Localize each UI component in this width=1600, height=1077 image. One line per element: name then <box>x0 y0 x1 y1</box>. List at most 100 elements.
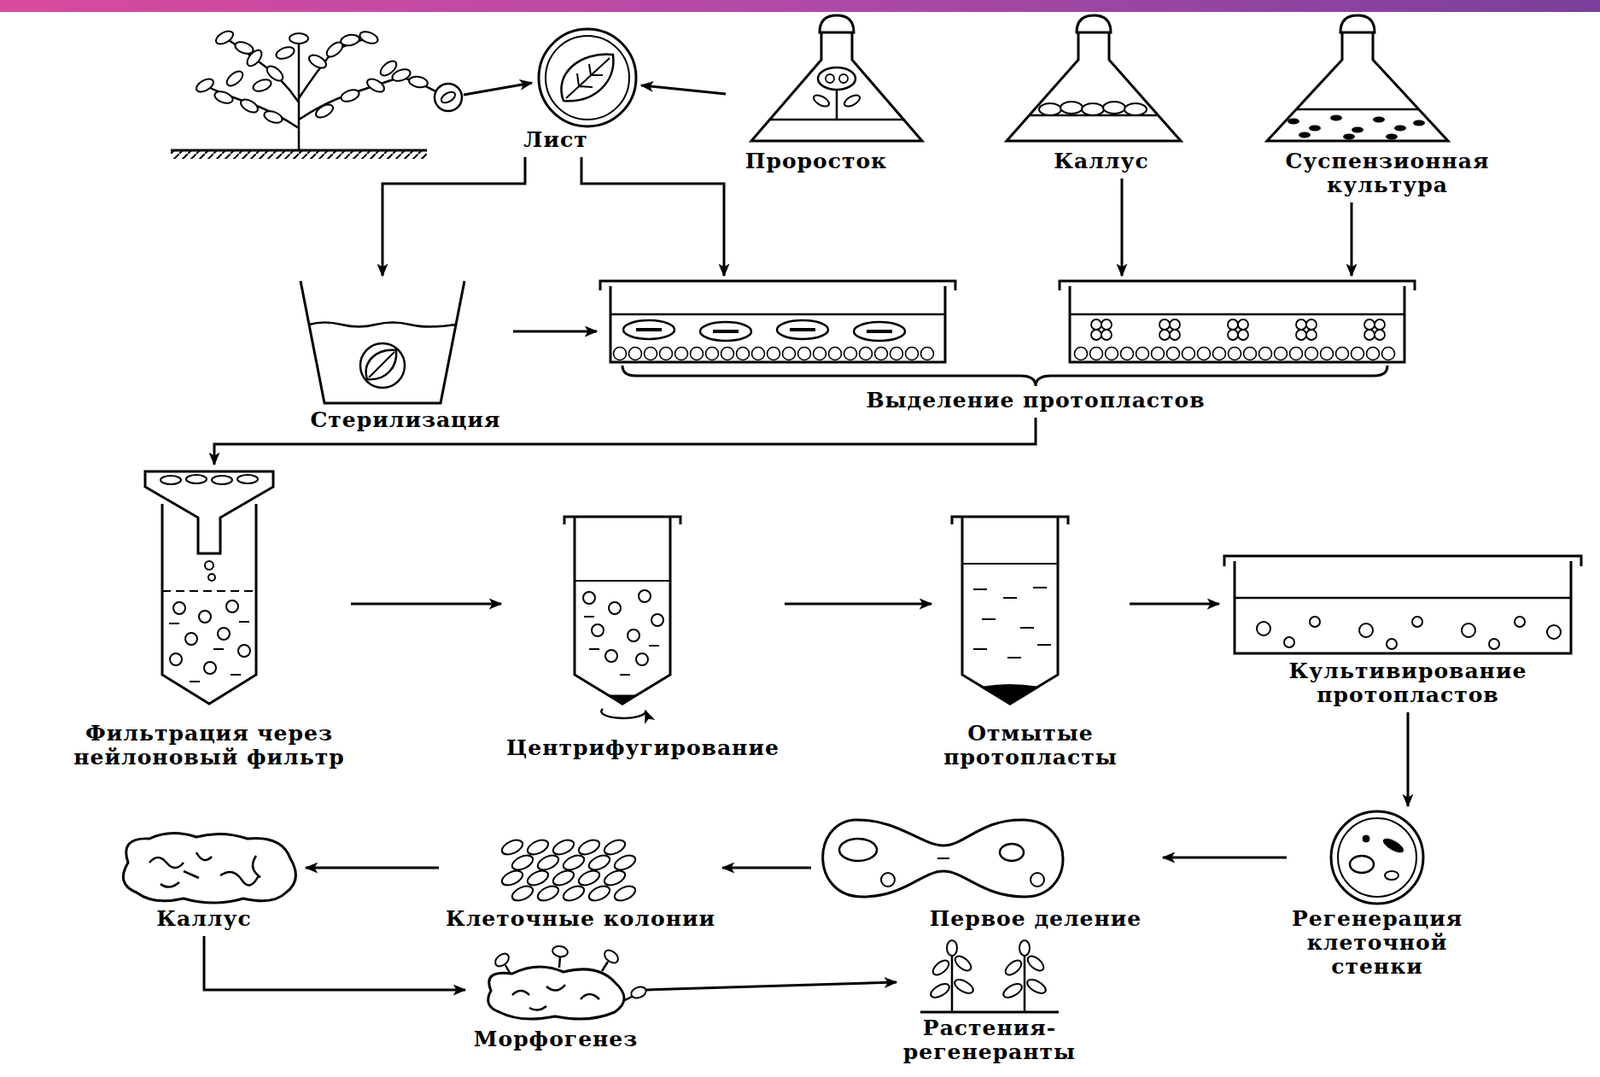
step-label: Стерилизация <box>303 408 509 433</box>
cell-drawing <box>823 819 1063 897</box>
cell-drawing <box>1384 870 1399 880</box>
flow-arrow <box>1350 202 1354 276</box>
flask-drawing <box>1060 101 1083 114</box>
flask-drawing <box>1343 134 1355 141</box>
flow-arrow <box>646 981 897 990</box>
cell-colony <box>586 852 612 873</box>
filter-funnel <box>204 560 214 570</box>
step-label: Растения-регенеранты <box>901 1016 1078 1064</box>
filter-funnel <box>160 474 258 485</box>
beaker-drawing <box>300 280 465 403</box>
centrifuge-tube <box>610 695 635 704</box>
process-step: Суспензионная культура <box>1265 15 1495 198</box>
process-step: Выделение протопластов <box>601 280 1414 413</box>
centrifuge-tube <box>951 516 1069 525</box>
flask-drawing <box>1267 15 1449 141</box>
beaker-drawing <box>360 343 405 388</box>
plant-drawing <box>364 75 386 94</box>
cell-colony <box>499 836 637 904</box>
beaker-drawing <box>309 322 456 328</box>
cell-drawing <box>881 872 895 887</box>
beaker-drawing <box>366 350 397 380</box>
cell-colony <box>499 836 525 858</box>
filter-funnel <box>211 475 233 485</box>
plantlet-drawing <box>1001 981 1025 1000</box>
flask-drawing <box>1006 32 1181 141</box>
flow-arrow <box>1129 602 1220 606</box>
callus-drawing <box>601 947 621 966</box>
plantlet-drawing <box>946 940 958 956</box>
plant-drawing <box>339 33 361 47</box>
callus-drawing <box>488 945 649 1020</box>
plant-drawing <box>213 28 235 47</box>
cell-colony <box>612 852 637 873</box>
step-label: Центрифугирование <box>506 735 780 760</box>
petri-dish <box>1386 638 1397 649</box>
flask-drawing <box>1372 116 1385 123</box>
step-label: Суспензионная культура <box>1280 149 1495 198</box>
plant-drawing <box>306 52 328 71</box>
process-step: Регенерация клеточной стенки <box>1291 811 1463 979</box>
flow-arrow <box>305 866 439 870</box>
process-step: Культивирование протопластов <box>1224 555 1582 707</box>
flask-drawing <box>819 15 854 33</box>
step-label: Выделение протопластов <box>822 388 1250 413</box>
cell-drawing <box>1331 811 1424 904</box>
leaf-drawing <box>545 35 630 120</box>
petri-dish <box>1224 555 1582 654</box>
flow-arrow <box>513 330 597 333</box>
callus-drawing <box>492 951 512 970</box>
callus-drawing <box>488 966 625 1019</box>
flask-drawing <box>1039 103 1062 116</box>
flask-drawing <box>1298 132 1311 139</box>
plant-drawing <box>339 87 362 105</box>
leaf-drawing <box>538 29 637 127</box>
plant-drawing <box>170 28 532 159</box>
callus-drawing <box>122 832 296 903</box>
process-step: Центрифугирование <box>506 514 780 760</box>
plant-drawing <box>251 77 274 94</box>
process-step: Растения-регенеранты <box>904 943 1075 1064</box>
filter-funnel <box>186 474 207 484</box>
flask-drawing <box>817 67 856 90</box>
filter-funnel <box>217 627 230 640</box>
plantlet-drawing <box>951 951 1025 1012</box>
filter-funnel <box>169 653 182 666</box>
plantlet-drawing <box>920 1010 1059 1014</box>
centrifuge-tube <box>973 587 1052 658</box>
cell-drawing <box>1030 872 1045 887</box>
petri-dish <box>1059 280 1415 291</box>
centrifuge-tube <box>583 591 596 604</box>
plant-drawing <box>213 89 235 106</box>
petri-dish <box>1547 624 1561 639</box>
filter-funnel <box>185 632 198 645</box>
cell-drawing <box>1337 817 1417 897</box>
flask-drawing <box>1385 134 1398 141</box>
flow-arrow <box>1162 856 1287 859</box>
callus-drawing <box>122 832 296 903</box>
flask-drawing <box>1296 108 1419 111</box>
flow-arrow <box>350 602 502 606</box>
step-label: Отмытые протопласты <box>936 721 1125 770</box>
centrifuge-tube <box>564 516 681 719</box>
plant-drawing <box>204 38 440 151</box>
plant-drawing <box>439 89 458 106</box>
petri-dish <box>610 313 946 316</box>
cell-colony <box>525 867 550 888</box>
callus-drawing <box>512 984 600 1011</box>
plant-drawing <box>233 40 256 57</box>
step-label: Первое деление <box>916 906 1156 931</box>
cell-drawing <box>937 857 950 859</box>
process-step: Первое деление <box>816 816 1158 931</box>
filter-funnel <box>145 471 274 704</box>
plantlet-drawing <box>1025 976 1049 996</box>
petri-dish <box>1256 621 1271 636</box>
header-band <box>0 0 1600 12</box>
cell-colony <box>535 882 561 904</box>
flow-arrow <box>722 866 812 870</box>
flask-drawing <box>1076 15 1111 33</box>
cell-colony <box>550 836 576 858</box>
flask-drawing <box>1103 101 1126 114</box>
connector-group <box>204 85 1408 990</box>
